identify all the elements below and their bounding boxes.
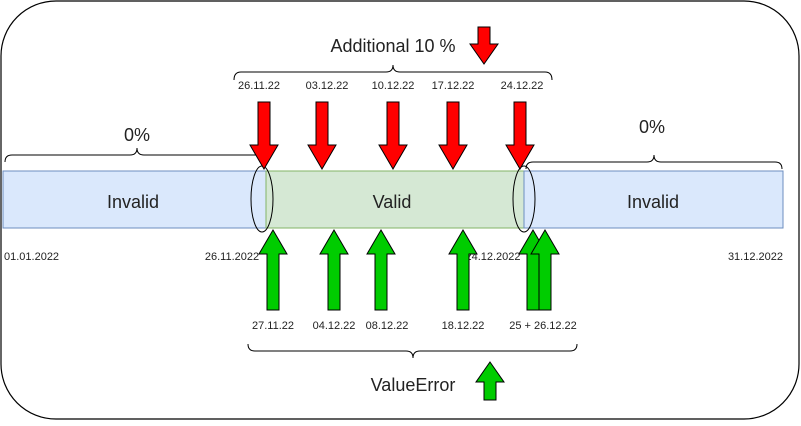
bottom-group-label: ValueError bbox=[371, 375, 456, 395]
green-up-arrow-icon bbox=[258, 229, 288, 311]
top-group-label: Additional 10 % bbox=[330, 36, 455, 56]
bottom-date-label: 18.12.22 bbox=[442, 320, 485, 332]
top-date-label: 10.12.22 bbox=[372, 80, 415, 92]
valid-segment bbox=[265, 170, 525, 229]
top-date-label: 17.12.22 bbox=[432, 80, 475, 92]
red-down-arrow-icon bbox=[307, 101, 337, 170]
red-down-arrow-icon bbox=[505, 101, 535, 170]
bottom-date-label: 27.11.22 bbox=[252, 320, 294, 332]
bottom-date-label: 08.12.22 bbox=[366, 320, 409, 332]
invalid-label-left: Invalid bbox=[107, 192, 159, 212]
red-down-arrow-icon bbox=[249, 101, 279, 170]
legend-red-down-arrow-icon bbox=[469, 26, 499, 65]
legend-green-up-arrow-icon bbox=[475, 361, 505, 401]
brace-right bbox=[525, 154, 783, 170]
red-down-arrow-icon bbox=[438, 101, 468, 170]
brace-top bbox=[233, 64, 553, 81]
axis-label-end: 31.12.2022 bbox=[728, 251, 783, 263]
brace-bottom bbox=[247, 343, 578, 359]
top-date-label: 24.12.22 bbox=[501, 80, 544, 92]
boundary-ellipse-end bbox=[512, 165, 536, 233]
percent-left: 0% bbox=[124, 125, 150, 145]
invalid-segment-right bbox=[523, 170, 784, 229]
green-up-arrow-icon bbox=[448, 229, 478, 311]
axis-label-start: 01.01.2022 bbox=[4, 251, 59, 263]
bottom-date-label: 04.12.22 bbox=[313, 320, 356, 332]
green-up-arrow-icon bbox=[530, 229, 560, 311]
top-date-label: 03.12.22 bbox=[306, 80, 349, 92]
invalid-label-right: Invalid bbox=[627, 192, 679, 212]
axis-label-valid-start: 26.11.2022 bbox=[205, 251, 259, 263]
green-up-arrow-icon bbox=[366, 229, 396, 311]
green-up-arrow-icon bbox=[319, 229, 349, 311]
bottom-date-label: 25 + 26.12.22 bbox=[509, 320, 577, 332]
valid-label: Valid bbox=[373, 192, 412, 212]
percent-right: 0% bbox=[639, 117, 665, 137]
top-date-label: 26.11.22 bbox=[238, 80, 280, 92]
axis-label-valid-end: 24.12.2022 bbox=[465, 251, 520, 263]
invalid-segment-left bbox=[2, 170, 267, 229]
red-down-arrow-icon bbox=[378, 101, 408, 170]
